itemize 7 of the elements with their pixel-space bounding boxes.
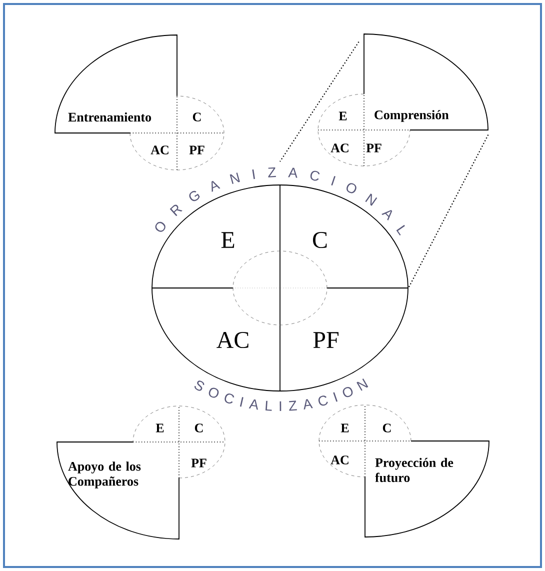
quarter-diagram: Entrenamiento C AC PF bbox=[54, 34, 224, 170]
quarter-diagram: E C AC Proyección de futuro bbox=[318, 404, 490, 538]
node-label: NIZACI bbox=[230, 167, 336, 186]
projection-line bbox=[408, 134, 489, 288]
projection-line bbox=[280, 42, 360, 162]
quarter-diagram: E Comprensión AC PF bbox=[318, 34, 488, 166]
quarter-diagram: E C Apoyo de los Compañeros PF bbox=[56, 406, 226, 540]
